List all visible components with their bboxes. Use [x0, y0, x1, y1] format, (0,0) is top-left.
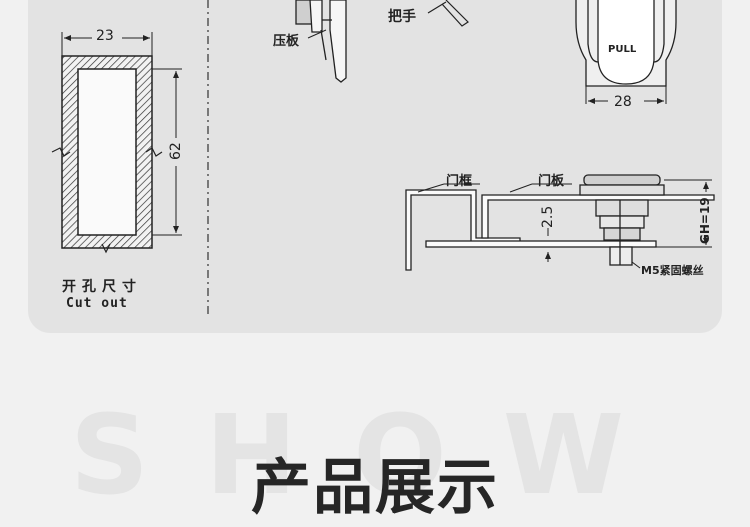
installation-section-view: [405, 174, 715, 271]
technical-drawing: [51, 0, 715, 318]
cutout-height-label: 62: [168, 142, 184, 160]
section-title: 产品展示: [251, 453, 499, 523]
lock-front-view: [575, 0, 677, 104]
gap-label: 2.5: [540, 205, 556, 228]
handle-sketch: [427, 0, 469, 27]
gh-label: GH=19: [698, 197, 712, 244]
show-watermark: SHOW: [69, 391, 681, 519]
pull-label: PULL: [608, 44, 637, 55]
cutout-drawing: [51, 32, 182, 254]
cutout-width-label: 23: [96, 28, 114, 44]
cutout-title-en: Cut out: [66, 296, 128, 311]
door-panel-label: 门板: [538, 174, 565, 189]
leader-press-plate: [307, 29, 327, 39]
screw-label: M5紧固螺丝: [641, 264, 704, 277]
cutout-title-cn: 开孔尺寸: [62, 279, 142, 295]
handle-side-view: [295, 0, 347, 83]
width-28-label: 28: [614, 94, 632, 110]
door-frame-label: 门框: [446, 174, 473, 189]
handle-label: 把手: [388, 9, 416, 25]
press-plate-label: 压板: [273, 34, 300, 49]
